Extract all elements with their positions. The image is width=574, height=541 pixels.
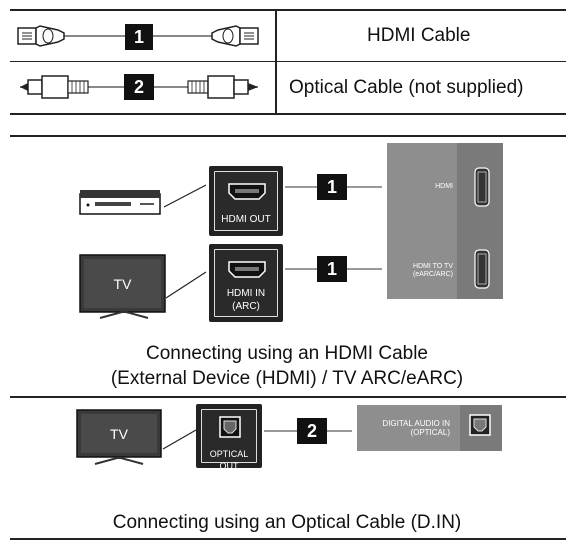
legend-cable-number-2: 2	[124, 74, 154, 100]
hdmi-in-arc-port-box: HDMI IN (ARC)	[209, 244, 283, 322]
optical-caption: Connecting using an Optical Cable (D.IN)	[112, 512, 462, 533]
hdmi-out-port-inner: HDMI OUT	[214, 171, 278, 231]
optical-port-icon	[219, 416, 241, 438]
panel-port-label-hdmi: HDMI	[435, 183, 453, 190]
hdmi-port-icon	[228, 261, 266, 278]
optical-out-port-box: OPTICAL OUT	[196, 404, 262, 471]
panel-label-optical: (OPTICAL)	[410, 428, 450, 437]
hdmi-in-label-line1: HDMI IN	[226, 288, 266, 299]
hdmi-in-arc-port-inner: HDMI IN (ARC)	[214, 249, 278, 317]
legend-label-hdmi-cable: HDMI Cable	[367, 25, 471, 46]
legend-bottom-border	[10, 113, 566, 115]
legend-label-optical-cable: Optical Cable (not supplied)	[289, 77, 524, 98]
hdmi-cable-number-bottom: 1	[317, 256, 347, 282]
optical-section-bottom-border	[10, 538, 566, 540]
hdmi-caption-line1: Connecting using an HDMI Cable	[146, 343, 428, 364]
optical-out-port-inner: OPTICAL OUT	[201, 409, 257, 471]
legend-row-divider	[10, 61, 566, 62]
hdmi-out-label: HDMI OUT	[221, 214, 271, 225]
hdmi-in-label-line2: (ARC)	[232, 301, 260, 312]
hdmi-out-port-box: HDMI OUT	[209, 166, 283, 236]
legend-cable-number-1: 1	[125, 24, 153, 50]
optical-tv-label: TV	[110, 426, 128, 442]
panel-label-digital-audio-in: DIGITAL AUDIO IN	[382, 419, 450, 428]
hdmi-cable-number-top: 1	[317, 174, 347, 200]
legend-column-divider	[275, 9, 277, 114]
hdmi-tv-label: TV	[113, 276, 132, 292]
hdmi-section-top-border	[10, 135, 566, 137]
panel-port-label-hdmi-to-tv-2: (eARC/ARC)	[412, 271, 453, 278]
hdmi-port-icon	[228, 183, 266, 200]
panel-port-label-hdmi-to-tv-1: HDMI TO TV	[412, 263, 453, 270]
legend-top-border	[10, 9, 566, 11]
hdmi-caption-line2: (External Device (HDMI) / TV ARC/eARC)	[110, 368, 464, 389]
hdmi-section-bottom-border	[10, 396, 566, 398]
optical-out-label: OPTICAL OUT	[209, 449, 249, 471]
optical-cable-number: 2	[297, 418, 327, 444]
